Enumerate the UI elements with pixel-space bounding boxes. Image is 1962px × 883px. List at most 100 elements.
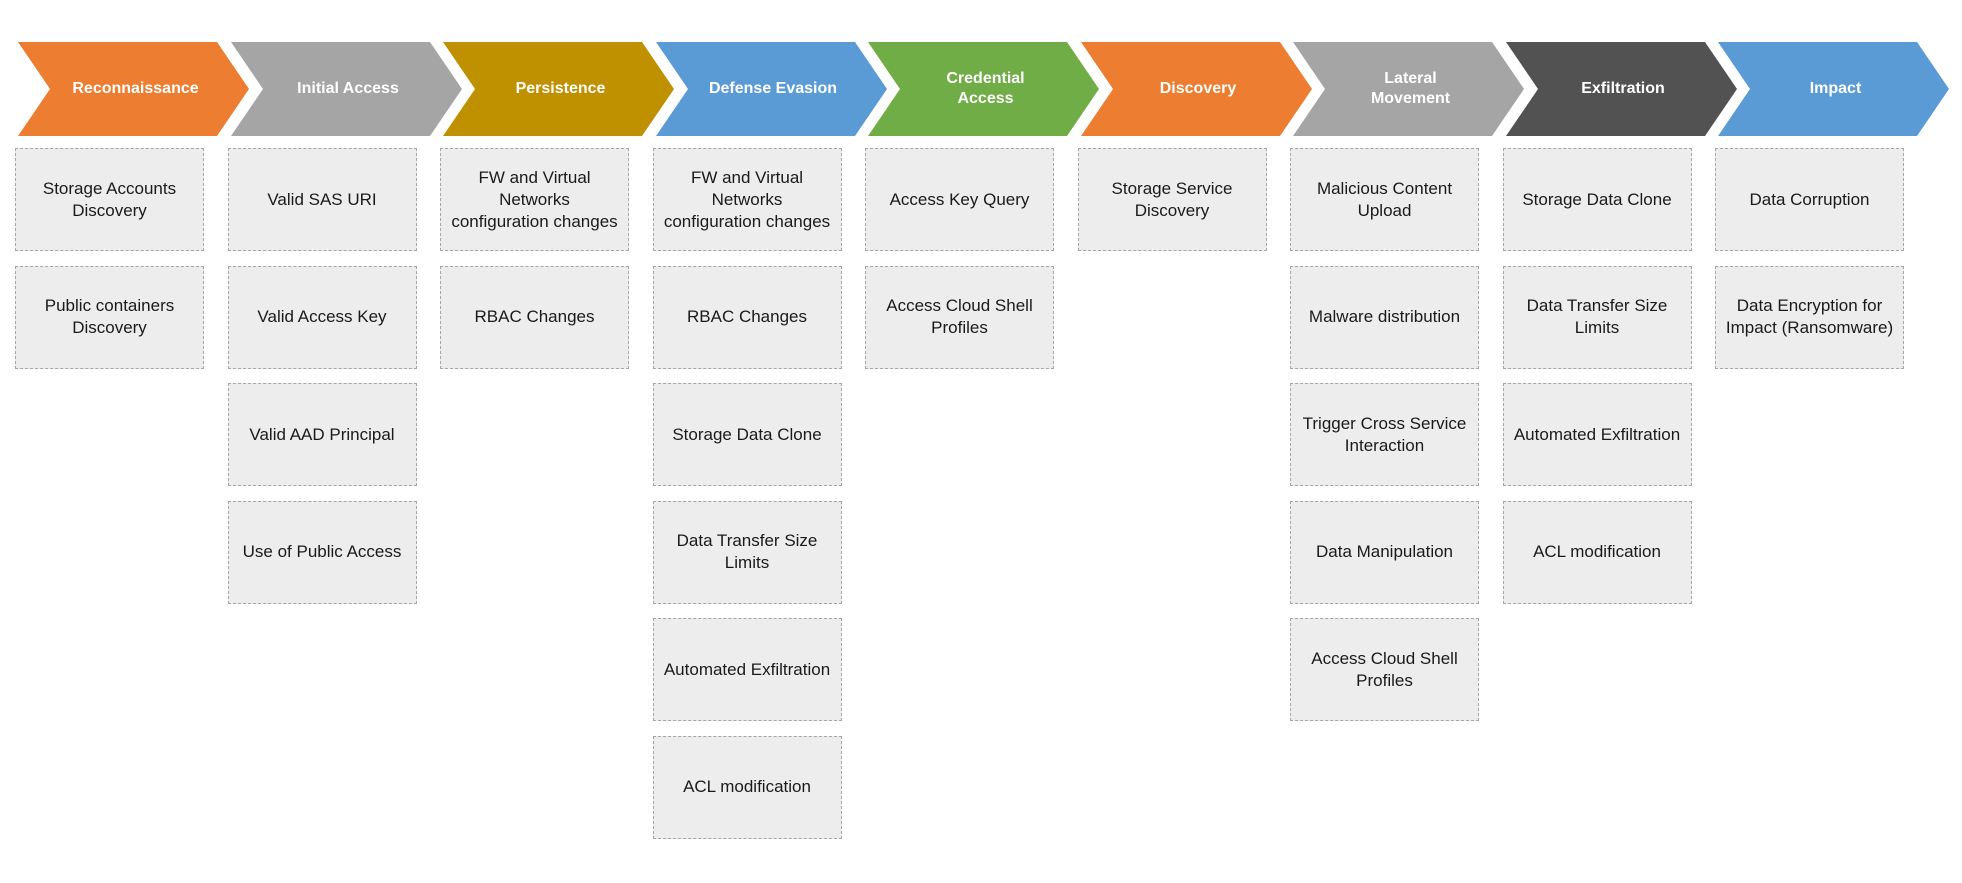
chevron-shape	[868, 42, 1099, 136]
technique-box: Data Transfer Size Limits	[652, 500, 842, 604]
technique-label: Access Cloud Shell Profiles	[1311, 648, 1458, 690]
technique-box: Data Encryption for Impact (Ransomware)	[1715, 265, 1904, 369]
technique-box: Data Corruption	[1715, 148, 1904, 251]
technique-label: RBAC Changes	[474, 307, 595, 326]
technique-box: Storage Data Clone	[652, 383, 842, 486]
chevron-fill	[655, 42, 887, 136]
technique-box: Valid SAS URI	[227, 148, 417, 251]
stage-chevron: Reconnaissance	[18, 42, 249, 136]
stage-chevron: Lateral Movement	[1293, 42, 1524, 136]
technique-box: Access Cloud Shell Profiles	[865, 265, 1054, 369]
technique-label: Trigger Cross Service Interaction	[1302, 413, 1467, 455]
stage-title: Lateral Movement	[1370, 70, 1451, 107]
stage-column: Defense Evasion FW and Virtual Networks c…	[652, 0, 887, 883]
technique-box: Trigger Cross Service Interaction	[1290, 383, 1479, 486]
stage-title: Reconnaissance	[72, 80, 199, 97]
chevron-fill	[868, 42, 1099, 136]
technique-label: Valid Access Key	[257, 307, 387, 326]
chevron-shape	[1293, 42, 1524, 136]
technique-label: Data Encryption for Impact (Ransomware)	[1725, 296, 1894, 337]
technique-label: Use of Public Access	[242, 542, 402, 561]
technique-label: FW and Virtual Networks configuration ch…	[663, 167, 831, 231]
technique-box: FW and Virtual Networks configuration ch…	[440, 148, 629, 251]
technique-label: Valid SAS URI	[267, 189, 377, 209]
technique-box: RBAC Changes	[440, 265, 629, 369]
stage-chevron: Impact	[1718, 42, 1949, 136]
stage-chevron: Credential Access	[868, 42, 1099, 136]
chevron-shape	[655, 42, 887, 136]
technique-box: Storage Service Discovery	[1077, 148, 1267, 251]
technique-box: Access Key Query	[865, 148, 1054, 251]
chevron-fill	[1505, 42, 1737, 136]
technique-label: Data Corruption	[1749, 189, 1870, 209]
chevron-shape	[1505, 42, 1737, 136]
chevron-fill	[230, 42, 462, 136]
stage-title: Initial Access	[297, 80, 399, 97]
chevron-fill	[18, 42, 249, 136]
technique-box: Storage Data Clone	[1502, 148, 1692, 251]
technique-label: Valid AAD Principal	[249, 424, 395, 444]
chevron-fill	[1080, 42, 1312, 136]
technique-label: Malicious Content Upload	[1316, 178, 1453, 220]
technique-box: Access Cloud Shell Profiles	[1290, 618, 1479, 721]
technique-label: Access Cloud Shell Profiles	[886, 296, 1033, 337]
chevron-shape	[1718, 42, 1949, 136]
stage-title: Discovery	[1159, 80, 1237, 97]
technique-label: Data Transfer Size Limits	[676, 531, 818, 572]
technique-label: Storage Service Discovery	[1111, 178, 1233, 220]
technique-label: Data Manipulation	[1315, 542, 1454, 561]
technique-box: Storage Accounts Discovery	[15, 148, 204, 251]
stage-title: Persistence	[515, 80, 606, 97]
technique-label: Malware distribution	[1308, 307, 1461, 326]
technique-label: Storage Accounts Discovery	[42, 178, 177, 220]
technique-label: Automated Exfiltration	[1513, 424, 1681, 444]
technique-box: Use of Public Access	[227, 500, 417, 604]
stage-column: Persistence FW and Virtual Networks confi…	[440, 0, 674, 883]
chevron-shape	[443, 42, 674, 136]
technique-label: FW and Virtual Networks configuration ch…	[451, 167, 618, 231]
technique-box: Data Manipulation	[1290, 500, 1479, 604]
stage-title: Credential Access	[946, 70, 1025, 107]
technique-box: Valid Access Key	[227, 265, 417, 369]
technique-label: ACL modification	[683, 777, 811, 796]
chevron-fill	[1293, 42, 1524, 136]
technique-box: ACL modification	[652, 735, 842, 839]
stage-chevron: Exfiltration	[1505, 42, 1737, 136]
technique-box: Malware distribution	[1290, 265, 1479, 369]
chevron-fill	[443, 42, 674, 136]
stage-title: Exfiltration	[1581, 80, 1665, 97]
technique-box: ACL modification	[1502, 500, 1692, 604]
technique-label: Storage Data Clone	[672, 424, 822, 444]
chevron-shape	[18, 42, 249, 136]
technique-box: Valid AAD Principal	[227, 383, 417, 486]
stage-chevron: Initial Access	[230, 42, 462, 136]
chevron-shape	[230, 42, 462, 136]
stage-chevron: Discovery	[1080, 42, 1312, 136]
stage-title: Defense Evasion	[708, 80, 838, 97]
technique-box: Data Transfer Size Limits	[1502, 265, 1692, 369]
technique-label: Public containers Discovery	[44, 296, 175, 337]
technique-box: FW and Virtual Networks configuration ch…	[652, 148, 842, 251]
technique-label: ACL modification	[1533, 542, 1661, 561]
stage-chevron: Defense Evasion	[655, 42, 887, 136]
technique-box: Public containers Discovery	[15, 265, 204, 369]
chevron-shape	[1080, 42, 1312, 136]
technique-box: Malicious Content Upload	[1290, 148, 1479, 251]
technique-label: Data Transfer Size Limits	[1526, 296, 1668, 337]
stage-title: Impact	[1809, 80, 1862, 97]
technique-label: Automated Exfiltration	[663, 659, 831, 679]
technique-box: Automated Exfiltration	[1502, 383, 1692, 486]
stage-chevron: Persistence	[443, 42, 674, 136]
technique-box: Automated Exfiltration	[652, 618, 842, 721]
technique-label: Access Key Query	[889, 189, 1030, 209]
chevron-fill	[1718, 42, 1949, 136]
technique-label: RBAC Changes	[686, 307, 807, 326]
